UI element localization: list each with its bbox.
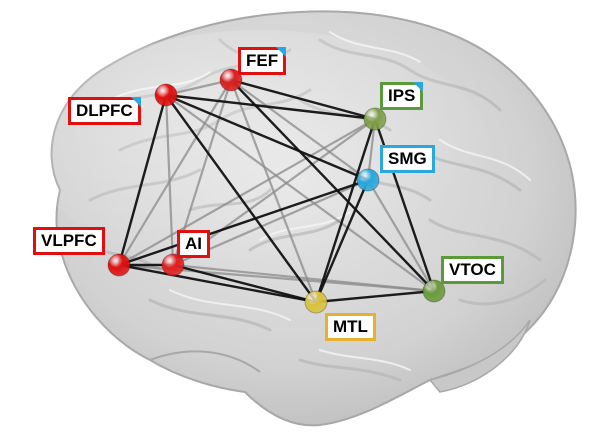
strong-edge-mtl-vtoc <box>314 289 436 304</box>
strong-edge-dlpfc-mtl <box>164 93 318 304</box>
weak-edge-ips-vlpfc <box>117 117 377 267</box>
node-ai <box>161 253 185 277</box>
strong-edge-dlpfc-ips <box>164 93 377 121</box>
label-fef: FEF <box>238 47 287 75</box>
node-mtl <box>304 290 328 314</box>
node-dlpfc <box>154 83 178 107</box>
weak-edge-dlpfc-fef <box>164 78 233 97</box>
label-text: DLPFC <box>76 101 133 120</box>
weak-edge-dlpfc-vtoc <box>164 93 436 293</box>
label-ai: AI <box>177 230 210 258</box>
strong-edge-fef-vtoc <box>229 78 436 293</box>
node-ips <box>363 107 387 131</box>
label-ips: IPS <box>380 82 424 110</box>
node-vtoc <box>422 279 446 303</box>
strong-edge-vlpfc-smg <box>117 178 370 267</box>
region-nodes <box>107 68 446 314</box>
label-text: AI <box>185 234 202 253</box>
strong-edge-ips-mtl <box>314 117 377 304</box>
corner-flag-icon <box>276 47 287 57</box>
weak-edge-fef-vlpfc <box>117 78 233 267</box>
label-smg: SMG <box>380 145 435 173</box>
brain-silhouette <box>30 10 577 427</box>
node-fef <box>219 68 243 92</box>
label-text: FEF <box>246 51 279 70</box>
node-smg <box>356 168 380 192</box>
strong-edge-fef-ips <box>229 78 377 121</box>
weak-edge-fef-smg <box>229 78 370 182</box>
label-dlpfc: DLPFC <box>68 97 141 125</box>
label-text: SMG <box>388 149 427 168</box>
weak-edge-fef-mtl <box>229 78 318 304</box>
node-vlpfc <box>107 253 131 277</box>
strong-edge-dlpfc-vlpfc <box>117 93 168 267</box>
label-vlpfc: VLPFC <box>33 227 105 255</box>
strong-edge-smg-mtl <box>314 178 370 304</box>
label-mtl: MTL <box>325 313 376 341</box>
strong-edge-ai-mtl <box>171 263 318 304</box>
corner-flag-icon <box>130 97 141 107</box>
strong-edge-dlpfc-smg <box>164 93 370 182</box>
label-text: MTL <box>333 317 368 336</box>
weak-edge-smg-vtoc <box>366 178 436 293</box>
corner-flag-icon <box>413 82 424 92</box>
label-text: IPS <box>388 86 416 105</box>
label-text: VLPFC <box>41 231 97 250</box>
label-vtoc: VTOC <box>441 256 504 284</box>
label-text: VTOC <box>449 260 496 279</box>
strong-edge-vlpfc-mtl <box>117 263 318 304</box>
